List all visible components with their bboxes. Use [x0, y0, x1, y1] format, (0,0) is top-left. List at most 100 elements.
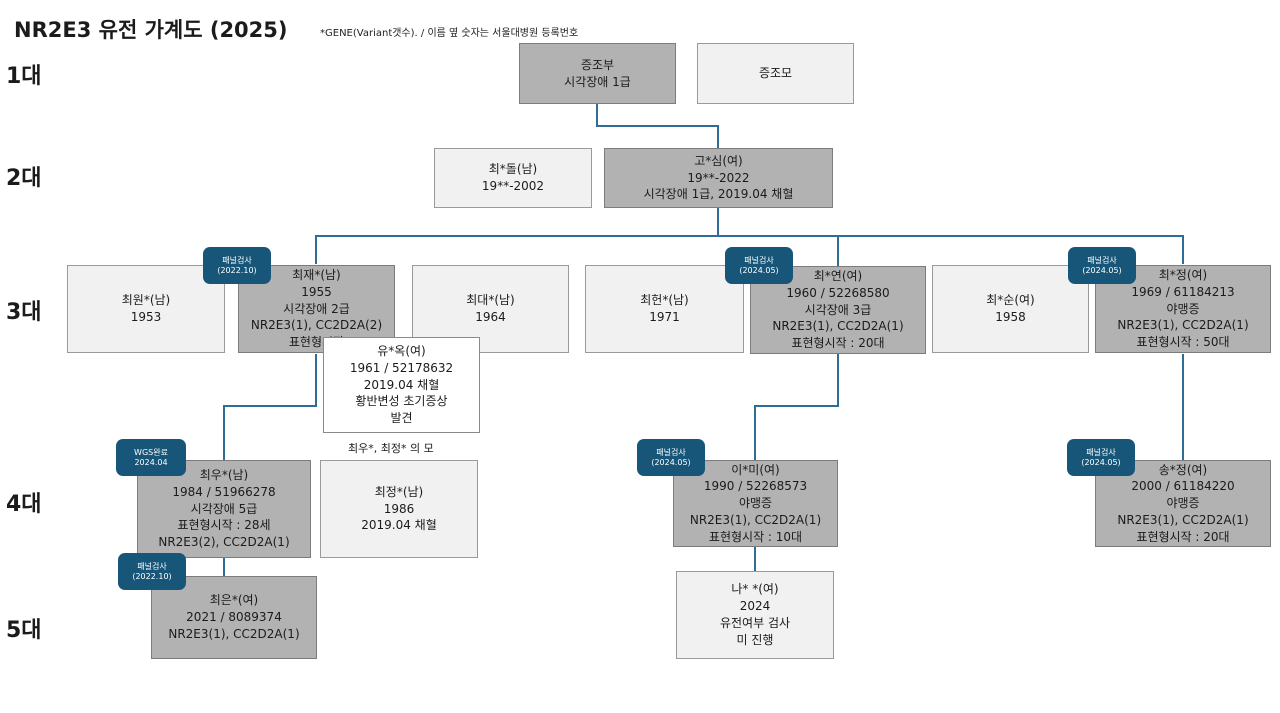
person-gen3-4: 최헌*(남) 1971 — [585, 265, 744, 353]
page-title: NR2E3 유전 가계도 (2025) — [14, 18, 288, 42]
test-badge: 패널검사(2024.05) — [1068, 247, 1136, 284]
person-detail: 19**-2002 — [481, 179, 545, 193]
test-badge: 패널검사(2022.10) — [203, 247, 271, 284]
person-name: 최*순(여) — [986, 293, 1035, 308]
person-name: 송*정(여) — [1158, 462, 1208, 477]
person-detail: NR2E3(1), CC2D2A(1) — [1117, 512, 1249, 527]
badge-label: 패널검사 — [1087, 255, 1117, 265]
connector-gen1-gen2 — [596, 104, 719, 148]
badge-date: (2022.10) — [217, 265, 257, 275]
person-detail: 표현형시작 : 20대 — [791, 336, 885, 351]
badge-date: (2024.05) — [1082, 265, 1122, 275]
person-detail: 시각장애 1급, 2019.04 채혈 — [643, 187, 794, 202]
person-name: 증조부 — [580, 57, 615, 72]
connector-p32-p41 — [223, 354, 317, 460]
person-detail: 2000 / 61184220 — [1131, 479, 1235, 494]
person-detail: 1958 — [995, 310, 1026, 324]
person-detail: 2019.04 채혈 — [361, 518, 437, 533]
person-detail: 2019.04 채혈 — [363, 377, 440, 392]
generation-label-5: 5대 — [6, 618, 42, 643]
person-detail: 2021 / 8089374 — [186, 610, 282, 625]
page-subtitle: *GENE(Variant갯수). / 이름 옆 숫자는 서울대병원 등록번호 — [320, 28, 579, 39]
person-detail: 1953 — [130, 310, 162, 324]
person-detail: 표현형시작 : 28세 — [177, 518, 271, 533]
connector-gen2-gen3 — [315, 208, 1184, 266]
generation-label-2: 2대 — [6, 166, 42, 191]
generation-label-3: 3대 — [6, 300, 42, 325]
person-name: 최정*(남) — [374, 484, 424, 499]
person-detail: NR2E3(1), CC2D2A(1) — [1117, 318, 1249, 333]
person-detail: 1990 / 52268573 — [703, 479, 808, 494]
person-detail: 시각장애 3급 — [804, 302, 872, 317]
person-great-grandmother: 증조모 — [697, 43, 854, 104]
person-detail: 1955 — [301, 284, 332, 299]
test-badge: 패널검사(2024.05) — [725, 247, 793, 284]
person-detail: 표현형시작 : 50대 — [1136, 335, 1230, 350]
person-detail: 1986 — [383, 501, 415, 516]
person-detail: 2024 — [739, 599, 771, 614]
person-name: 최헌*(남) — [640, 293, 689, 308]
person-detail: 1969 / 61184213 — [1131, 284, 1235, 299]
generation-label-4: 4대 — [6, 492, 42, 517]
person-detail: 1984 / 51966278 — [172, 484, 276, 499]
person-detail: 야맹증 — [1166, 496, 1200, 511]
person-grandfather: 최*돌(남) 19**-2002 — [434, 148, 592, 208]
person-detail: 유전여부 검사 — [719, 616, 791, 630]
person-detail: 야맹증 — [738, 496, 773, 511]
person-name: 나* *(여) — [731, 582, 779, 597]
person-name: 최*돌(남) — [488, 162, 538, 177]
person-name: 고*심(여) — [694, 153, 743, 168]
person-detail: NR2E3(1), CC2D2A(1) — [772, 319, 904, 334]
person-detail: 1960 / 52268580 — [786, 285, 890, 300]
person-gen4-2: 최정*(남) 1986 2019.04 채혈 — [320, 460, 478, 558]
person-name: 이*미(여) — [731, 462, 780, 477]
person-name: 증조모 — [758, 66, 793, 81]
person-detail: 황반변성 초기증상 — [355, 394, 448, 409]
person-detail: 시각장애 1급 — [564, 74, 631, 89]
test-badge: 패널검사(2024.05) — [1067, 439, 1135, 476]
person-detail: 표현형시작 : 20대 — [1136, 529, 1230, 544]
badge-date: 2024.04 — [134, 457, 168, 467]
person-detail: 1961 / 52178632 — [349, 360, 454, 375]
generation-label-1: 1대 — [6, 64, 42, 89]
person-name: 최우*(남) — [199, 468, 249, 482]
person-detail: 1971 — [649, 310, 680, 324]
badge-label: 패널검사 — [1086, 447, 1116, 457]
badge-date: (2024.05) — [1081, 457, 1121, 467]
person-name: 최대*(남) — [466, 293, 515, 308]
person-detail: NR2E3(1), CC2D2A(1) — [689, 512, 822, 527]
person-detail: 19**-2022 — [687, 170, 750, 185]
badge-label: WGS완료 — [134, 447, 168, 457]
badge-date: (2024.05) — [651, 457, 691, 467]
badge-date: (2022.10) — [132, 571, 172, 581]
badge-date: (2024.05) — [739, 265, 779, 275]
person-detail: NR2E3(1), CC2D2A(2) — [250, 318, 383, 333]
person-gen3-1: 최원*(남)1953 — [67, 265, 225, 353]
person-detail: 야맹증 — [1166, 301, 1200, 316]
connector-p35-p43 — [754, 354, 839, 460]
badge-label: 패널검사 — [137, 561, 167, 571]
person-detail: NR2E3(2), CC2D2A(1) — [158, 535, 290, 550]
person-detail: 발견 — [390, 411, 413, 426]
person-detail: 시각장애 5급 — [190, 501, 258, 516]
person-gen3-6: 최*순(여) 1958 — [932, 265, 1089, 353]
person-grandmother: 고*심(여) 19**-2022 시각장애 1급, 2019.04 채혈 — [604, 148, 833, 208]
person-name: 유*옥(여) — [377, 344, 426, 358]
person-name: 최*연(여) — [813, 269, 863, 283]
person-detail: 1964 — [475, 310, 506, 324]
test-badge: 패널검사(2024.05) — [637, 439, 705, 476]
spouse-note: 최우*, 최정* 의 모 — [348, 442, 434, 455]
badge-label: 패널검사 — [222, 255, 252, 265]
test-badge: 패널검사(2022.10) — [118, 553, 186, 590]
badge-label: 패널검사 — [656, 447, 686, 457]
badge-label: 패널검사 — [744, 255, 774, 265]
person-name: 최*정(여) — [1158, 268, 1208, 282]
person-name: 최재*(남) — [292, 268, 341, 282]
